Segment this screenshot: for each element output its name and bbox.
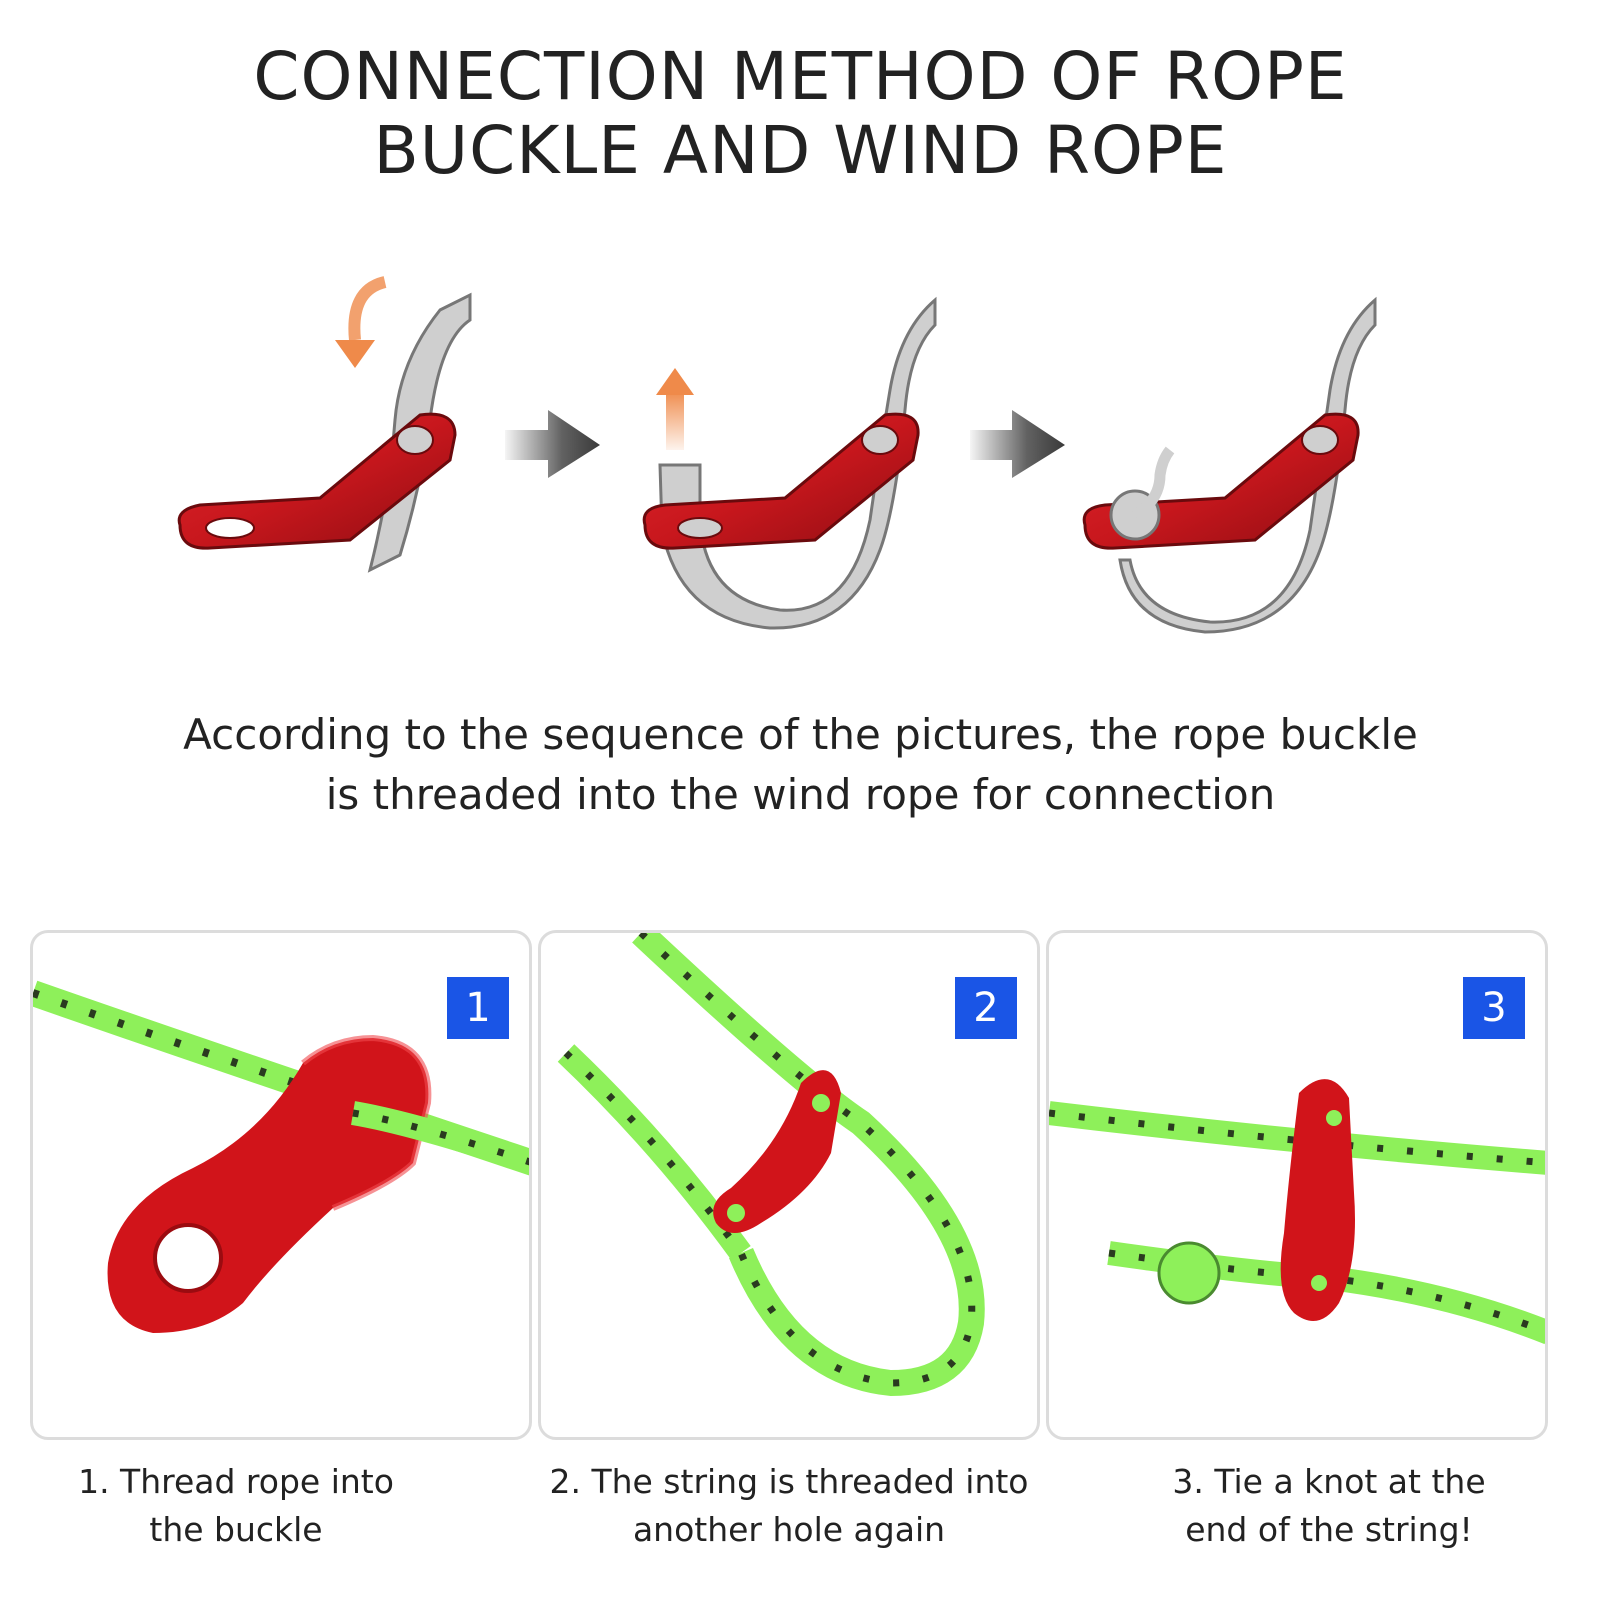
step-2-caption: 2. The string is threaded into another h… <box>538 1458 1040 1554</box>
description-line-1: According to the sequence of the picture… <box>183 710 1418 759</box>
description: According to the sequence of the picture… <box>0 705 1601 825</box>
step-3-image <box>1049 1079 1545 1345</box>
next-arrow-icon-2 <box>970 410 1065 478</box>
step-3-caption-line-2: end of the string! <box>1185 1510 1473 1549</box>
step-1-badge: 1 <box>447 977 509 1039</box>
next-arrow-icon <box>505 410 600 478</box>
step-2-caption-line-2: another hole again <box>632 1510 946 1549</box>
step-2-photo: 2 <box>538 930 1040 1440</box>
diagram-step-2 <box>642 296 937 630</box>
step-2-caption-line-1: 2. The string is threaded into <box>549 1462 1029 1501</box>
step-3-caption-line-1: 3. Tie a knot at the <box>1172 1462 1486 1501</box>
step-1-caption-line-1: 1. Thread rope into <box>78 1462 394 1501</box>
step-1-caption-line-2: the buckle <box>149 1510 323 1549</box>
step-3-badge: 3 <box>1463 977 1525 1039</box>
up-arrow-icon <box>656 368 694 395</box>
step-2-badge: 2 <box>955 977 1017 1039</box>
title-line-1: CONNECTION METHOD OF ROPE <box>253 38 1348 115</box>
description-line-2: is threaded into the wind rope for conne… <box>325 770 1276 819</box>
step-1-caption: 1. Thread rope into the buckle <box>0 1458 487 1554</box>
diagram-step-3 <box>1082 296 1377 634</box>
step-3-photo: 3 <box>1046 930 1548 1440</box>
instruction-diagram <box>0 270 1601 650</box>
step-1-image <box>33 980 529 1333</box>
page-title: CONNECTION METHOD OF ROPE BUCKLE AND WIN… <box>0 40 1601 188</box>
diagram-step-1 <box>177 276 472 573</box>
step-1-photo: 1 <box>30 930 532 1440</box>
step-3-caption: 3. Tie a knot at the end of the string! <box>1078 1458 1580 1554</box>
diagram-illustration <box>177 276 1377 634</box>
step-2-image <box>557 933 985 1397</box>
title-line-2: BUCKLE AND WIND ROPE <box>373 112 1228 189</box>
rotate-arrow-icon <box>335 340 375 368</box>
